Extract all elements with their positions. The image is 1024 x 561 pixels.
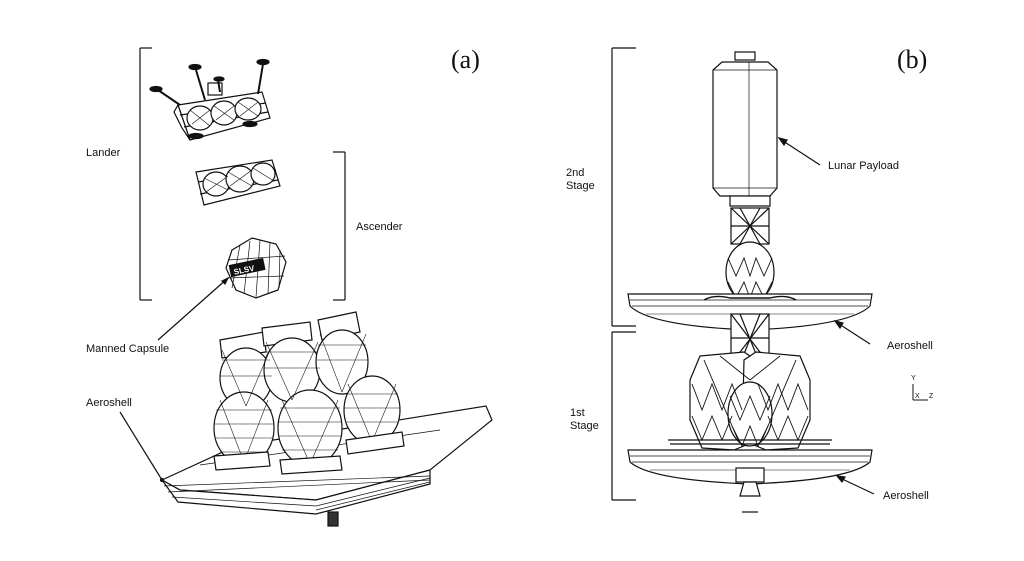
lunar-payload-leader bbox=[777, 137, 821, 166]
lunar-payload-label: Lunar Payload bbox=[828, 160, 899, 172]
first-stage-line1: 1st bbox=[570, 407, 585, 419]
axis-x-label: X bbox=[915, 393, 920, 400]
manned-capsule-leader bbox=[157, 276, 230, 341]
lander-label: Lander bbox=[86, 147, 121, 159]
second-stage-line2: Stage bbox=[566, 180, 595, 192]
axis-triad bbox=[912, 384, 928, 401]
ascender-bracket bbox=[333, 151, 346, 301]
second-stage-label: 2nd Stage bbox=[566, 167, 595, 193]
second-stage-truss bbox=[725, 207, 775, 303]
ascender-module bbox=[195, 159, 281, 206]
aeroshell-lower-leader bbox=[835, 475, 875, 495]
first-stage-bracket bbox=[611, 331, 636, 501]
axis-z-label: Z bbox=[929, 393, 934, 400]
first-stage-label: 1st Stage bbox=[570, 407, 599, 433]
manned-capsule bbox=[225, 237, 287, 299]
panel-b-id: (b) bbox=[897, 45, 928, 74]
aeroshell-upper-label: Aeroshell bbox=[887, 340, 933, 352]
aeroshell-upper-b bbox=[627, 293, 873, 331]
capsule-marking: SLSV bbox=[233, 263, 256, 276]
aeroshell-lower-label: Aeroshell bbox=[883, 490, 929, 502]
first-stage-cluster bbox=[668, 351, 832, 451]
panel-a-id: (a) bbox=[451, 45, 480, 74]
lunar-payload bbox=[712, 51, 778, 207]
manned-capsule-label: Manned Capsule bbox=[86, 343, 170, 355]
aeroshell-lower-b bbox=[627, 449, 873, 513]
second-stage-bracket bbox=[611, 47, 636, 327]
second-stage-line1: 2nd bbox=[566, 167, 585, 179]
tank-cluster-a bbox=[213, 311, 405, 475]
lander-module bbox=[149, 58, 271, 141]
aeroshell-label-a: Aeroshell bbox=[86, 397, 132, 409]
first-stage-line2: Stage bbox=[570, 420, 599, 432]
aeroshell-leader-a bbox=[119, 411, 165, 483]
lander-bracket bbox=[139, 47, 152, 301]
ascender-label: Ascender bbox=[356, 221, 403, 233]
axis-y-label: Y bbox=[911, 375, 916, 382]
aeroshell-upper-leader bbox=[833, 320, 871, 345]
